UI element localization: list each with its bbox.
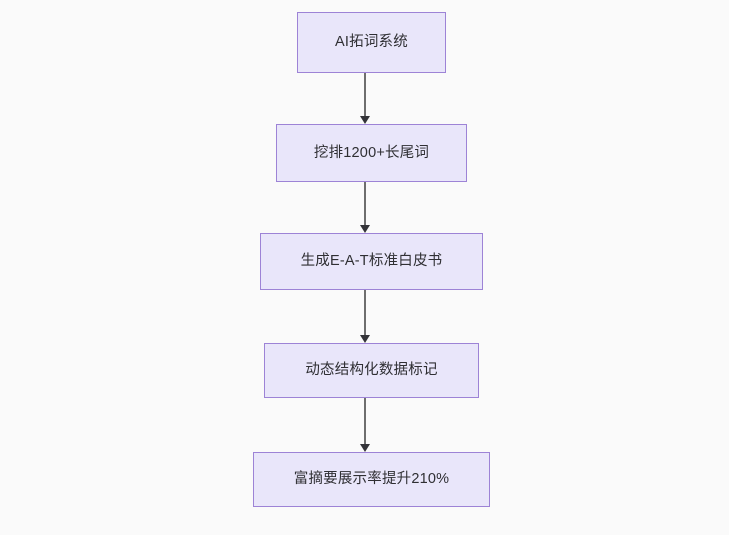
edge-n4-n5 <box>358 398 372 452</box>
flowchart-node-label: 富摘要展示率提升210% <box>293 471 450 488</box>
flowchart-node-label: 生成E-A-T标准白皮书 <box>300 253 443 270</box>
arrowhead-icon <box>360 225 370 233</box>
flowchart-node-ai-keyword-system[interactable]: AI拓词系统 <box>297 12 446 73</box>
flowchart-node-generate-eat-whitepaper[interactable]: 生成E-A-T标准白皮书 <box>260 233 483 290</box>
edge-n1-n2 <box>358 73 372 124</box>
arrowhead-icon <box>360 335 370 343</box>
flowchart-node-mine-longtail-keywords[interactable]: 挖排1200+长尾词 <box>276 124 467 182</box>
arrowhead-icon <box>360 444 370 452</box>
flowchart-node-dynamic-structured-data[interactable]: 动态结构化数据标记 <box>264 343 479 398</box>
edge-line <box>364 398 366 445</box>
edge-line <box>364 182 366 226</box>
flowchart-node-label: AI拓词系统 <box>335 34 408 51</box>
edge-line <box>364 290 366 336</box>
flowchart-node-rich-snippet-result[interactable]: 富摘要展示率提升210% <box>253 452 490 507</box>
flowchart-node-label: 挖排1200+长尾词 <box>313 144 430 161</box>
arrowhead-icon <box>360 116 370 124</box>
edge-line <box>364 73 366 117</box>
edge-n2-n3 <box>358 182 372 233</box>
flowchart-node-label: 动态结构化数据标记 <box>305 362 438 379</box>
edge-n3-n4 <box>358 290 372 343</box>
